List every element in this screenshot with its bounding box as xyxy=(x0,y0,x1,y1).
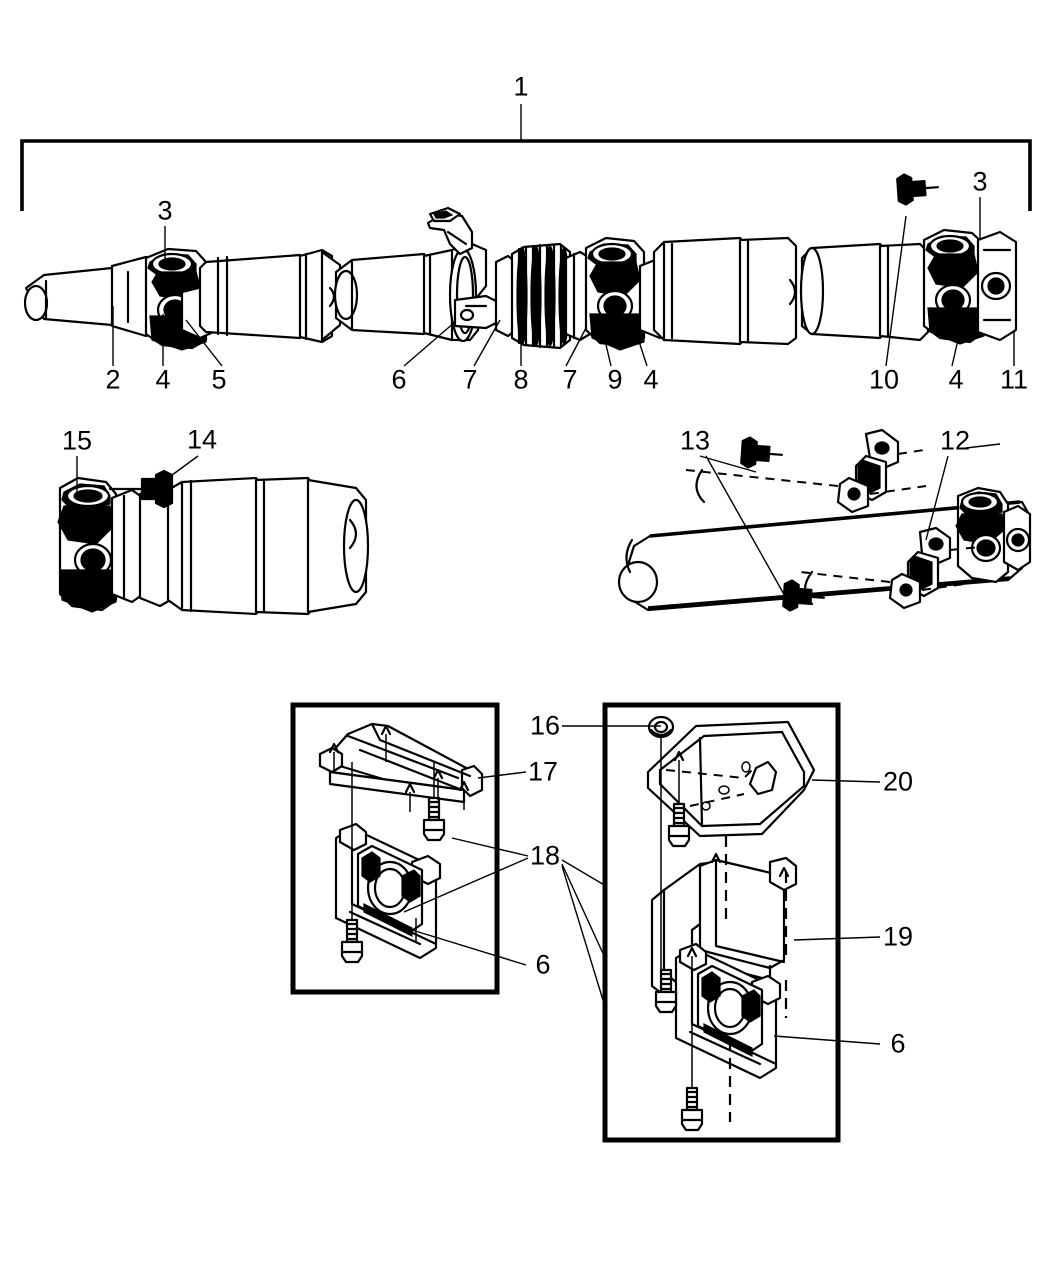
callout-4-a: 4 xyxy=(155,364,171,395)
front-shaft-tube xyxy=(198,248,342,344)
callout-4-c: 4 xyxy=(948,364,964,395)
rear-shaft-tube xyxy=(652,236,930,346)
callout-10: 10 xyxy=(868,364,900,395)
callout-6-main: 6 xyxy=(391,364,407,395)
callout-9: 9 xyxy=(607,364,623,395)
callout-5: 5 xyxy=(211,364,227,395)
lower-heat-shield-19 xyxy=(650,856,798,1008)
callout-4-b: 4 xyxy=(643,364,659,395)
callout-19: 19 xyxy=(882,921,914,952)
callout-7-a: 7 xyxy=(462,364,478,395)
callout-13: 13 xyxy=(679,425,711,456)
callout-18: 18 xyxy=(529,840,561,871)
callout-6-right-inset: 6 xyxy=(890,1028,906,1059)
center-bearing-support-6-right xyxy=(674,942,782,1080)
strap-bolt-upper xyxy=(739,435,785,471)
u-joint-bolt-10 xyxy=(895,171,941,207)
callout-11: 11 xyxy=(999,364,1029,395)
center-bearing-support-6-left xyxy=(334,822,442,960)
main-propeller-shaft-assembly xyxy=(23,171,1018,351)
callout-20: 20 xyxy=(882,766,914,797)
callout-12: 12 xyxy=(939,425,971,456)
callout-3-rear: 3 xyxy=(972,166,988,197)
center-bearing-heat-shield-17 xyxy=(318,722,484,804)
callout-17: 17 xyxy=(527,756,559,787)
u-joint-strap-upper xyxy=(685,428,927,514)
shaft-with-strap-kit xyxy=(617,428,1032,614)
u-joint-strap-lower xyxy=(799,526,991,610)
heat-shield-inset-left xyxy=(290,702,500,995)
center-bearing-support xyxy=(426,206,500,343)
mid-shaft-tube xyxy=(333,248,462,342)
callout-leader-lines xyxy=(76,197,1015,1045)
u-joint-bolt-14 xyxy=(108,469,174,509)
callout-16: 16 xyxy=(529,710,561,741)
callout-15: 15 xyxy=(61,425,93,456)
rear-flange-yoke xyxy=(922,228,1018,345)
callout-3-front: 3 xyxy=(157,195,173,226)
callout-14: 14 xyxy=(186,424,218,455)
heat-shield-inset-right xyxy=(602,702,841,1143)
slip-spline-boot xyxy=(494,242,592,350)
upper-heat-shield-20 xyxy=(646,720,816,838)
heat-shield-bolt-18e xyxy=(680,1086,704,1132)
heat-shield-bolt-18a xyxy=(422,796,446,842)
one-piece-shaft-assembly xyxy=(57,469,370,616)
callout-2: 2 xyxy=(105,364,121,395)
heat-shield-nut-16 xyxy=(647,715,675,739)
slip-yoke xyxy=(23,255,170,338)
front-universal-joint xyxy=(144,247,220,351)
callout-6-left-inset: 6 xyxy=(535,949,551,980)
callout-7-b: 7 xyxy=(562,364,578,395)
callout-8: 8 xyxy=(513,364,529,395)
callout-1: 1 xyxy=(513,71,529,102)
assembly-bracket-1 xyxy=(20,104,1032,211)
